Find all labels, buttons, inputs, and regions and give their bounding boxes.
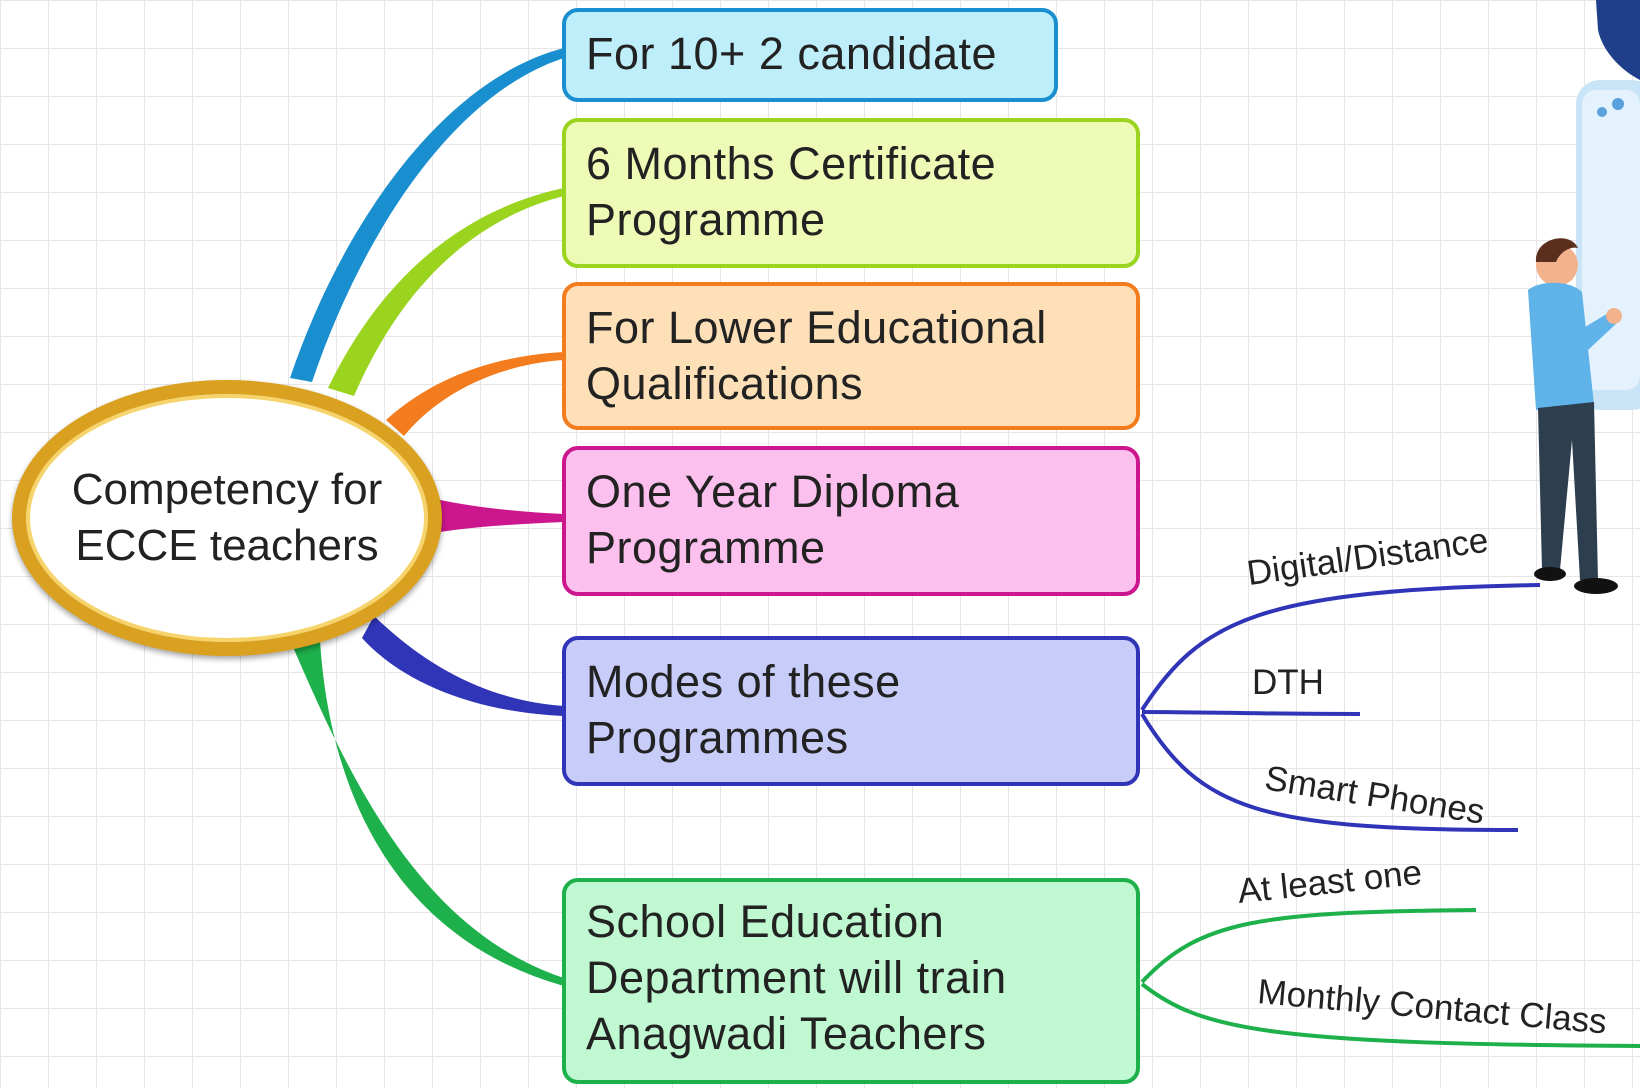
node-lower-qualifications: For Lower Educational Qualifications [562, 282, 1140, 430]
node-diploma-programme: One Year Diploma Programme [562, 446, 1140, 596]
node-10-plus-2: For 10+ 2 candidate [562, 8, 1058, 102]
node-certificate-programme: 6 Months Certificate Programme [562, 118, 1140, 268]
training-line-1 [1140, 908, 1477, 984]
branch-line-3 [386, 352, 564, 436]
leaf-dth: DTH [1252, 663, 1324, 702]
mode-line-2 [1141, 710, 1361, 716]
mode-line-1 [1140, 583, 1541, 712]
branch-line-6 [290, 640, 564, 986]
branch-line-2 [328, 188, 564, 396]
mode-line-3 [1140, 712, 1519, 832]
training-line-2 [1140, 982, 1640, 1048]
branch-line-5 [362, 616, 564, 716]
branch-line-4 [440, 500, 564, 532]
node-modes-of-programmes: Modes of these Programmes [562, 636, 1140, 786]
branch-line-1 [290, 48, 564, 382]
person-with-phone-illustration [1528, 0, 1640, 594]
central-node-label: Competency for ECCE teachers [71, 465, 383, 570]
central-node: Competency for ECCE teachers [12, 380, 442, 656]
node-school-education: School Education Department will train A… [562, 878, 1140, 1084]
